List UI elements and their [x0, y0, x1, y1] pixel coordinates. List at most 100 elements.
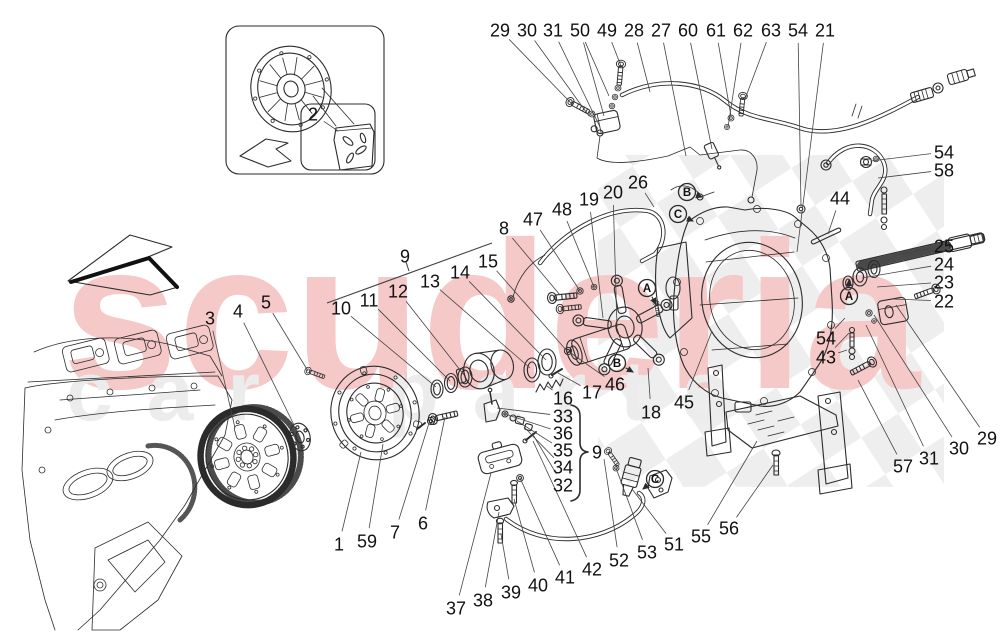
spring-drawing — [535, 378, 564, 393]
leader-line-28 — [636, 42, 651, 93]
guide-tube-drawing — [566, 323, 631, 366]
leader-line-46 — [567, 350, 605, 377]
leader-line-38 — [484, 511, 500, 588]
callout-54: 54 — [934, 143, 954, 163]
leader-line-53 — [615, 467, 643, 540]
leader-line-29 — [508, 39, 573, 105]
callout-34: 34 — [553, 458, 573, 478]
view-marker-A: A — [637, 278, 657, 305]
callout-50: 50 — [570, 21, 590, 41]
leader-line-17 — [557, 372, 581, 387]
leader-line-43 — [838, 349, 848, 354]
callout-53: 53 — [637, 543, 657, 563]
svg-text:B: B — [683, 187, 691, 199]
leader-line-6 — [425, 416, 446, 511]
callout-20: 20 — [603, 183, 623, 203]
callout-48: 48 — [552, 200, 572, 220]
callout-42: 42 — [582, 560, 602, 580]
callout-56: 56 — [719, 519, 739, 539]
leader-line-42 — [532, 440, 587, 558]
hydraulic-pipes-drawing — [563, 59, 976, 204]
leader-line-15 — [496, 270, 568, 352]
leader-line-3 — [212, 330, 236, 429]
callout-60: 60 — [678, 21, 698, 41]
callout-54: 54 — [788, 21, 808, 41]
callout-6: 6 — [418, 514, 428, 534]
callout-31: 31 — [543, 21, 563, 41]
callout-46: 46 — [605, 375, 625, 395]
leader-line-31 — [865, 324, 924, 447]
leader-line-44 — [827, 210, 837, 235]
leader-line-63 — [744, 42, 767, 100]
leader-line-22 — [892, 298, 932, 301]
view-marker-C: C — [642, 469, 665, 490]
callout-8: 8 — [499, 219, 509, 239]
callout-33: 33 — [553, 407, 573, 427]
leader-line-20 — [612, 204, 618, 328]
leader-line-14 — [468, 281, 547, 361]
leader-line-59 — [368, 443, 384, 529]
leader-line-34 — [523, 426, 555, 458]
svg-text:C: C — [651, 474, 659, 486]
callout-49: 49 — [597, 21, 617, 41]
callout-5: 5 — [261, 293, 271, 313]
callout-28: 28 — [624, 21, 644, 41]
leader-lines — [212, 39, 980, 596]
leader-line-4 — [243, 322, 295, 426]
callout-30: 30 — [517, 21, 537, 41]
clutch-feed-pipes-drawing — [507, 207, 666, 303]
leader-line-54 — [834, 317, 846, 329]
view-marker-C: C — [668, 204, 694, 224]
leader-line-60 — [690, 42, 713, 150]
pressure-plate-inset-drawing — [250, 45, 332, 133]
leader-line-21 — [796, 42, 824, 253]
view-marker-B: B — [677, 182, 704, 202]
callout-55: 55 — [691, 527, 711, 547]
leader-line-7 — [398, 422, 430, 520]
leader-line-8 — [512, 237, 561, 296]
svg-text:A: A — [845, 291, 853, 303]
leader-line-51 — [631, 488, 667, 534]
callout-25: 25 — [934, 237, 954, 257]
watermark-brand: scuderia — [62, 198, 922, 433]
leader-line-1 — [341, 451, 362, 532]
bracket-line — [326, 242, 493, 304]
leader-line-41 — [519, 477, 560, 566]
leader-line-47 — [539, 229, 581, 292]
leader-line-39 — [500, 533, 510, 580]
callout-19: 19 — [579, 190, 599, 210]
view-marker-A: A — [839, 278, 859, 306]
leader-line-24 — [861, 265, 932, 279]
callout-21: 21 — [815, 21, 835, 41]
callout-35: 35 — [553, 441, 573, 461]
inset-direction-arrow-icon — [239, 138, 292, 168]
clutch-housing-drawing — [655, 204, 835, 413]
callout-37: 37 — [446, 599, 466, 619]
callout-10: 10 — [331, 299, 351, 319]
leader-line-25 — [898, 247, 932, 255]
leader-line-19 — [590, 211, 604, 319]
spring-kit-bag — [333, 123, 375, 171]
release-bearing-drawing — [455, 349, 515, 390]
callout-9: 9 — [592, 443, 602, 463]
view-marker-B: B — [607, 353, 634, 373]
callout-11: 11 — [360, 291, 379, 311]
drive-flange-drawing — [289, 422, 311, 452]
callout-51: 51 — [664, 535, 684, 555]
leader-line-54 — [870, 153, 932, 162]
callout-1: 1 — [334, 535, 344, 555]
leader-line-31 — [558, 41, 601, 128]
support-stand-drawing — [704, 364, 853, 495]
callout-12: 12 — [388, 282, 408, 302]
leader-line-50 — [584, 41, 610, 97]
leader-line-52 — [603, 458, 618, 548]
callout-14: 14 — [450, 263, 470, 283]
callout-57: 57 — [893, 457, 913, 477]
callout-45: 45 — [674, 393, 694, 413]
callout-32: 32 — [553, 476, 573, 496]
callout-52: 52 — [609, 551, 629, 571]
callout-2: 2 — [308, 105, 318, 125]
